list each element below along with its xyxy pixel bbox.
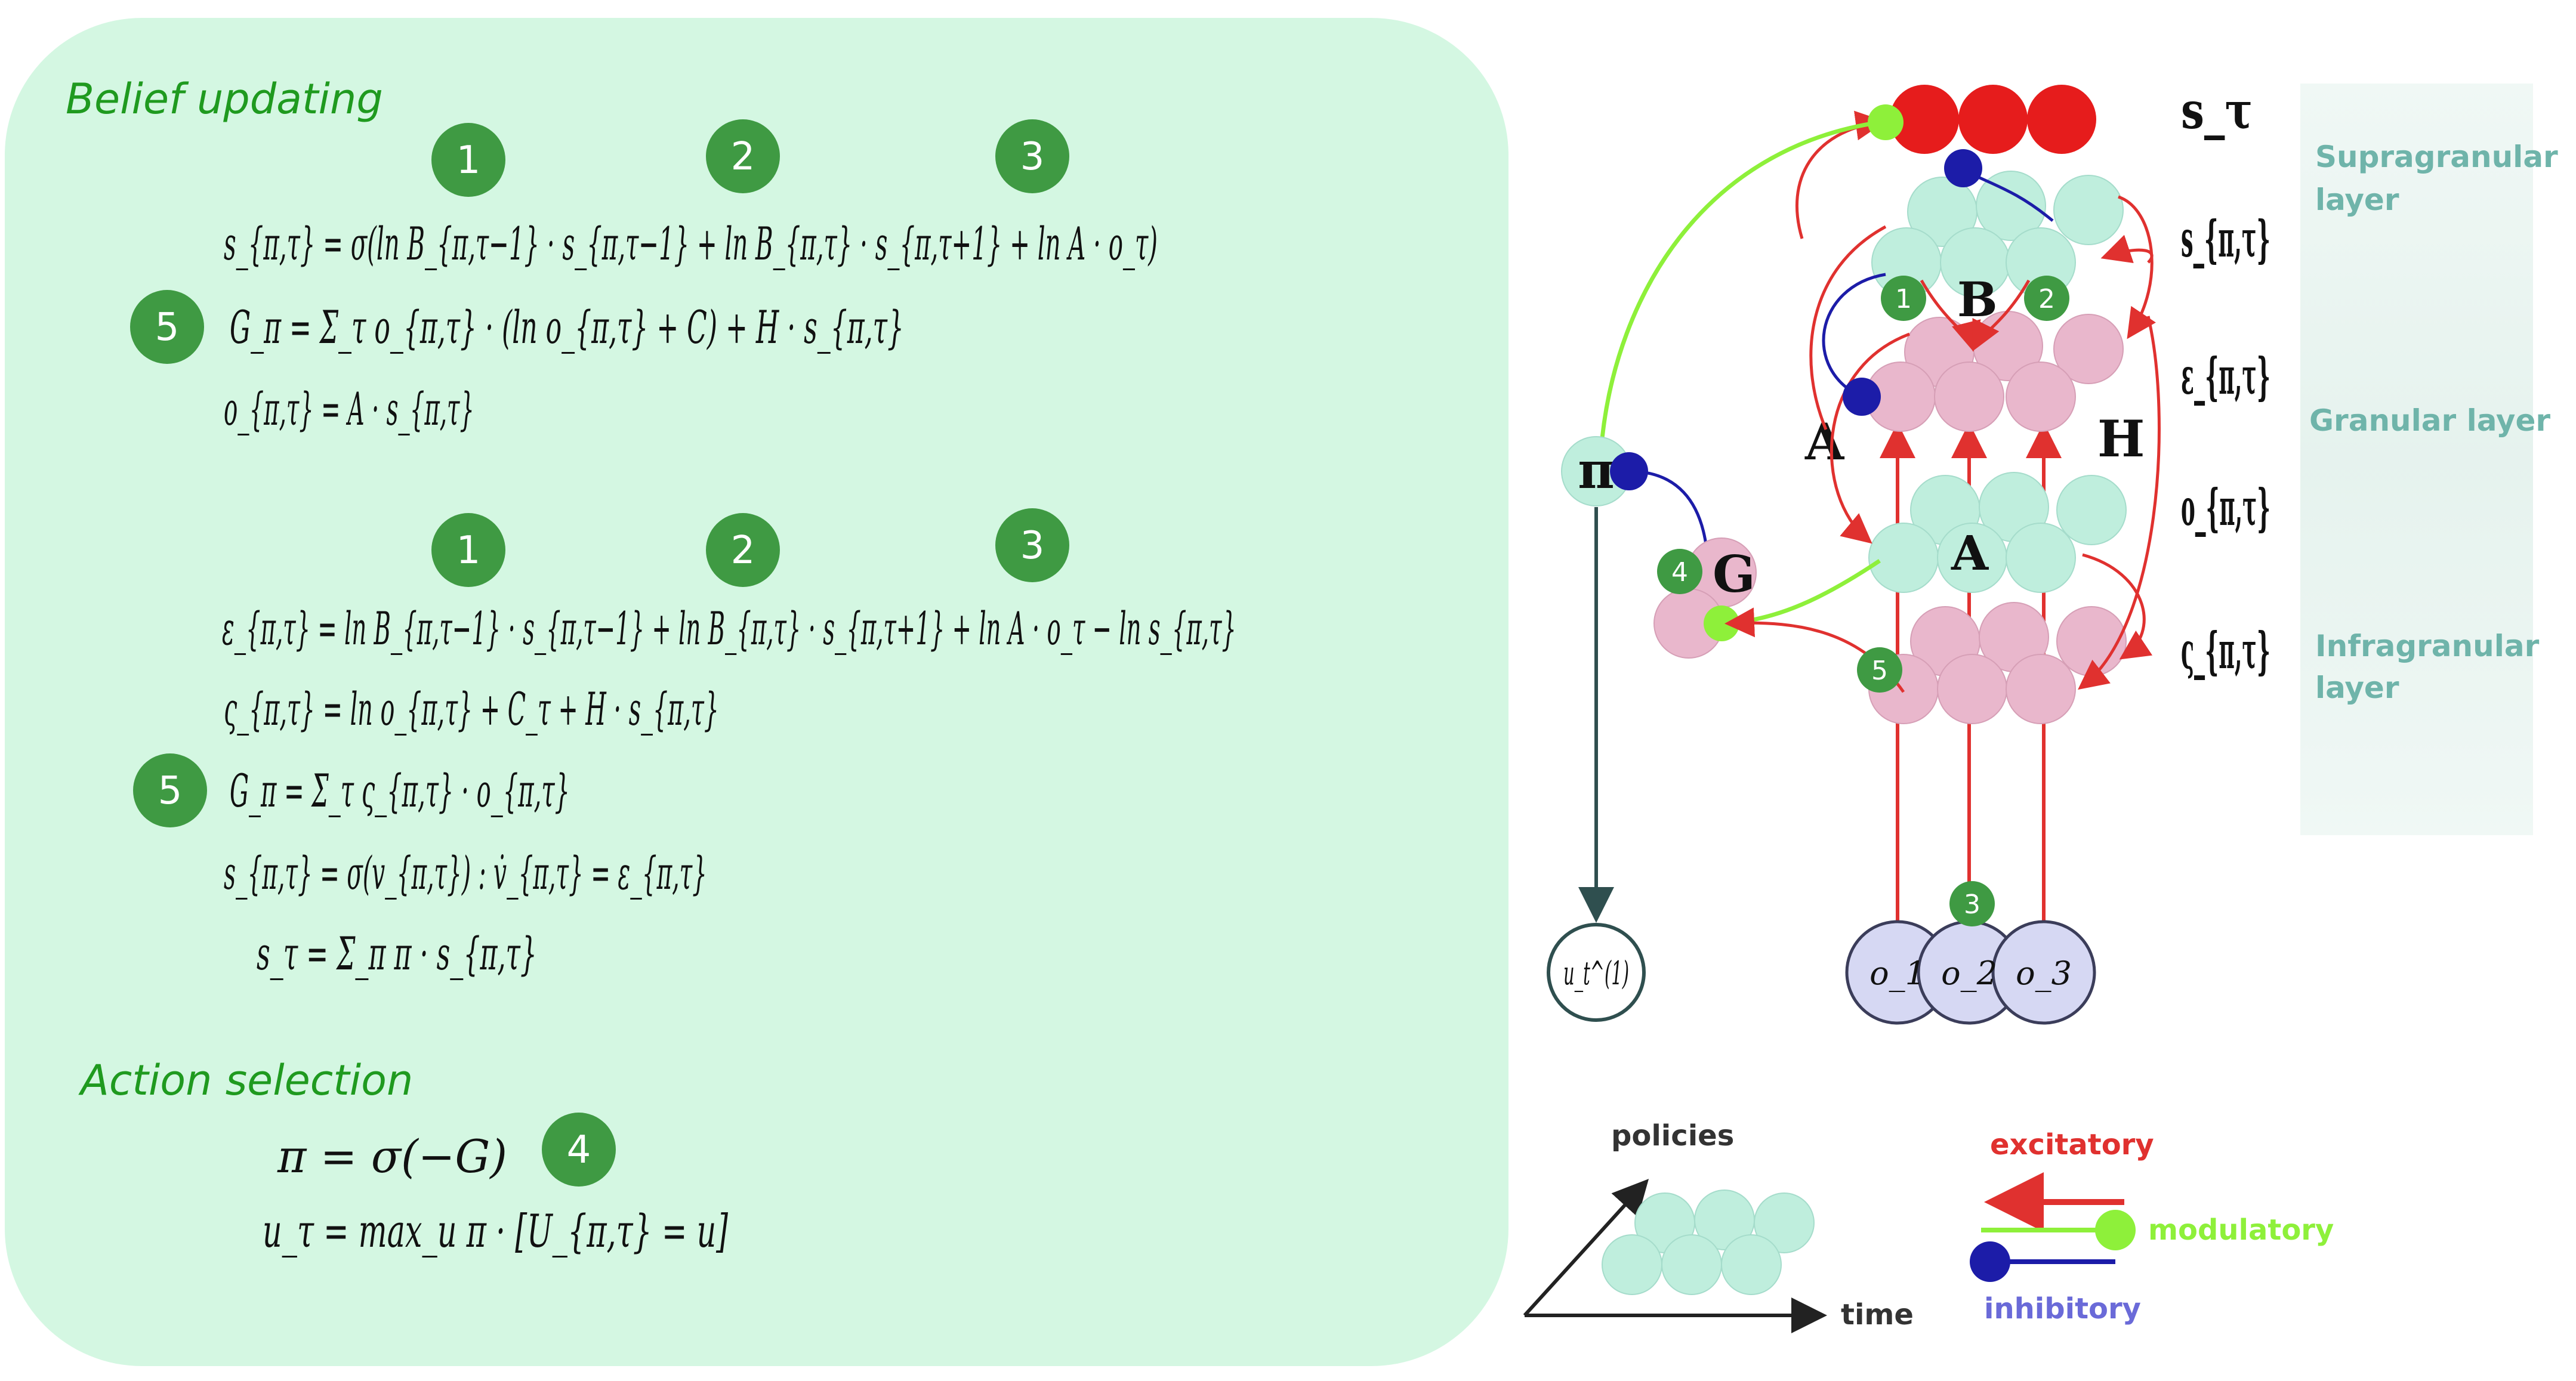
belief-updating-heading: Belief updating xyxy=(66,75,383,123)
svg-text:4: 4 xyxy=(1671,557,1688,588)
row-label-s: s_τ xyxy=(2181,81,2253,140)
G-label: G xyxy=(1713,545,1756,604)
equations-panel xyxy=(5,18,1508,1366)
matrix-B: B xyxy=(1957,271,1998,328)
layer-supragranular-2: layer xyxy=(2315,183,2399,217)
matrix-A-left: A xyxy=(1804,412,1845,471)
equation-action-1: π = σ(−G) xyxy=(277,1130,507,1183)
equation-neural-4: s_{π,τ} = σ(v_{π,τ}) : v̇_{π,τ} = ε_{π,τ… xyxy=(224,846,707,900)
observation-nodes xyxy=(1845,920,2096,1025)
action-node xyxy=(1547,923,1646,1022)
equation-neural-1: ε_{π,τ} = ln B_{π,τ−1} · s_{π,τ−1} + ln … xyxy=(222,602,1236,655)
badge-3-diagram: 3 xyxy=(1949,881,1995,926)
sigma-units-pink xyxy=(1868,602,2127,724)
badge-5-top: 5 xyxy=(130,290,204,364)
layer-infragranular-2: layer xyxy=(2315,671,2399,705)
matrix-H: H xyxy=(2097,409,2145,468)
inhibitory-node-top xyxy=(1944,149,1982,187)
badge-2-mid: 2 xyxy=(706,513,780,587)
cortical-layer-strip xyxy=(2300,84,2533,835)
error-units-pink xyxy=(1865,311,2124,432)
action-node-label: u_t^(1) xyxy=(1563,954,1629,992)
svg-text:3: 3 xyxy=(1020,524,1045,568)
row-label-eps: ε_{π,τ} xyxy=(2181,347,2270,406)
policy-label: π xyxy=(1578,441,1614,500)
badge-5-diagram: 5 xyxy=(1857,647,1902,693)
equation-belief-3: o_{π,τ} = A · s_{π,τ} xyxy=(224,382,474,435)
legend-inhibitory: inhibitory xyxy=(1984,1292,2141,1326)
observation-2: o_2 xyxy=(1941,954,1997,992)
badge-1-diagram: 1 xyxy=(1881,276,1926,321)
outcome-units-teal xyxy=(1868,472,2127,593)
row-label-s-pi: s_{π,τ} xyxy=(2181,209,2270,268)
modulatory-node-top xyxy=(1868,104,1904,140)
layer-infragranular-1: Infragranular xyxy=(2315,629,2540,663)
svg-text:3: 3 xyxy=(1964,889,1980,920)
badge-2-top: 2 xyxy=(706,119,780,193)
observation-3: o_3 xyxy=(2016,954,2072,992)
legend-time: time xyxy=(1841,1298,1914,1331)
badge-1-top: 1 xyxy=(431,123,505,197)
svg-text:3: 3 xyxy=(1020,135,1045,179)
legend: policies time excitatory modulatory inhi… xyxy=(1523,1119,2334,1333)
legend-policies: policies xyxy=(1611,1119,1734,1153)
legend-modulatory: modulatory xyxy=(2148,1213,2334,1247)
equation-neural-5: s_τ = Σ_π π · s_{π,τ} xyxy=(257,927,537,980)
svg-text:2: 2 xyxy=(731,135,755,179)
svg-text:5: 5 xyxy=(158,769,183,813)
badge-5-mid: 5 xyxy=(133,753,207,827)
badge-3-top: 3 xyxy=(995,119,1069,193)
action-selection-heading: Action selection xyxy=(78,1056,413,1105)
equation-action-2: u_τ = max_u π · [U_{π,τ} = u] xyxy=(263,1204,728,1258)
equation-neural-2: ς_{π,τ} = ln o_{π,τ} + C_τ + H · s_{π,τ} xyxy=(224,682,719,736)
svg-text:1: 1 xyxy=(1895,284,1912,314)
row-label-sigma: ς_{π,τ} xyxy=(2181,621,2270,680)
badge-4-left: 4 xyxy=(542,1113,616,1187)
svg-text:1: 1 xyxy=(456,529,481,573)
row-label-o: o_{π,τ} xyxy=(2181,478,2270,537)
inhibitory-node-mid xyxy=(1843,378,1881,416)
svg-text:2: 2 xyxy=(2038,284,2055,314)
badge-3-mid: 3 xyxy=(995,508,1069,582)
legend-excitatory: excitatory xyxy=(1990,1128,2154,1161)
badge-1-mid: 1 xyxy=(431,513,505,587)
svg-text:1: 1 xyxy=(456,138,481,183)
badge-2-diagram: 2 xyxy=(2024,276,2069,321)
svg-text:4: 4 xyxy=(567,1128,591,1172)
modulatory-connection-top xyxy=(1600,120,1880,439)
equation-neural-3: G_π = Σ_τ ς_{π,τ} · o_{π,τ} xyxy=(230,764,570,817)
observation-1: o_1 xyxy=(1869,954,1926,992)
svg-text:5: 5 xyxy=(155,305,180,350)
policy-inhibitory-node xyxy=(1610,452,1648,490)
svg-text:5: 5 xyxy=(1871,656,1888,686)
svg-text:2: 2 xyxy=(731,529,755,573)
badge-4-diagram: 4 xyxy=(1657,549,1702,594)
G-units xyxy=(1653,537,1757,659)
matrix-A-center: A xyxy=(1951,525,1989,581)
equation-belief-2: G_π = Σ_τ o_{π,τ} · (ln o_{π,τ} + C) + H… xyxy=(230,301,904,354)
equation-belief-1: s_{π,τ} = σ(ln B_{π,τ−1} · s_{π,τ−1} + l… xyxy=(224,217,1158,270)
state-units-red xyxy=(1890,85,2096,154)
layer-supragranular-1: Supragranular xyxy=(2315,140,2558,174)
layer-granular: Granular layer xyxy=(2309,403,2550,438)
